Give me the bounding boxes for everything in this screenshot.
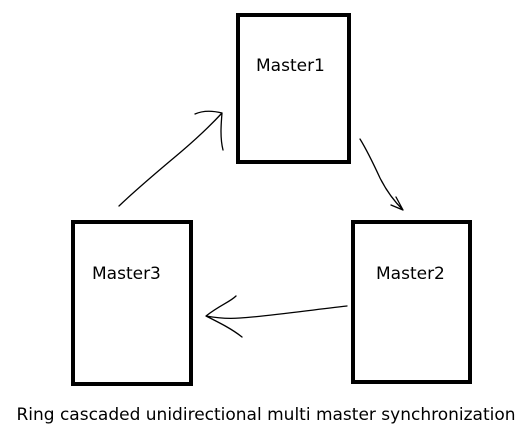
diagram-caption: Ring cascaded unidirectional multi maste… [16,405,516,425]
master2-node: Master2 [351,220,472,384]
master1-label: Master1 [256,56,325,76]
master3-label: Master3 [92,264,161,284]
master1-node: Master1 [236,13,351,164]
master3-node: Master3 [71,220,193,386]
arrow-master3-to-master1 [118,110,224,207]
master2-label: Master2 [376,264,445,284]
arrow-master2-to-master3 [205,295,348,338]
arrow-master1-to-master2 [359,138,404,211]
